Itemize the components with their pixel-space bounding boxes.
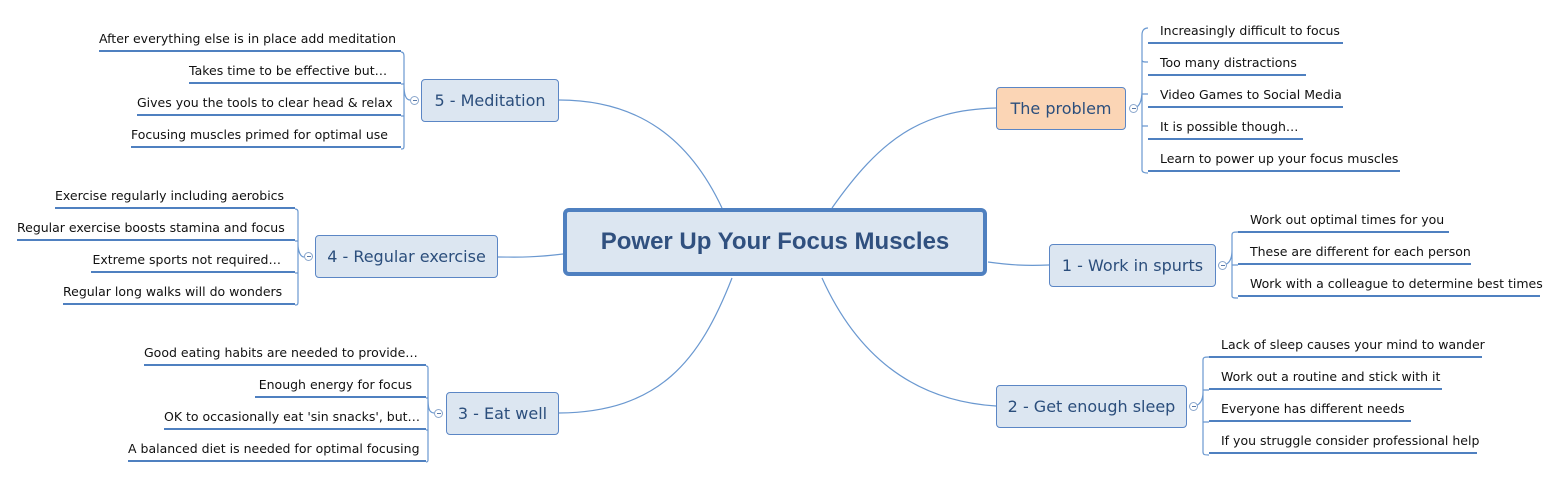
topic-eat-well[interactable]: 3 - Eat well (446, 392, 559, 435)
subtopic-sleep-1[interactable]: Lack of sleep causes your mind to wander (1209, 336, 1485, 358)
link-central-spurts (987, 261, 1050, 266)
collapse-toggle-the-problem[interactable] (1129, 104, 1138, 113)
collapse-toggle-get-enough-sleep[interactable] (1189, 402, 1198, 411)
subtopic-sleep-4[interactable]: If you struggle consider professional he… (1209, 432, 1479, 454)
bracket-exercise (294, 208, 305, 306)
bracket-meditation (400, 51, 411, 150)
subtopic-sleep-3[interactable]: Everyone has different needs (1209, 400, 1411, 422)
collapse-toggle-eat-well[interactable] (434, 409, 443, 418)
subtopic-exercise-4[interactable]: Regular long walks will do wonders (63, 283, 295, 305)
subtopic-eat-4[interactable]: A balanced diet is needed for optimal fo… (128, 440, 426, 462)
topic-get-enough-sleep[interactable]: 2 - Get enough sleep (996, 385, 1187, 428)
subtopic-sleep-2[interactable]: Work out a routine and stick with it (1209, 368, 1442, 390)
subtopic-spurts-1[interactable]: Work out optimal times for you (1238, 211, 1449, 233)
bracket-sleep (1192, 356, 1210, 456)
topic-meditation[interactable]: 5 - Meditation (421, 79, 559, 122)
link-central-eat (558, 277, 733, 414)
subtopic-meditation-3[interactable]: Gives you the tools to clear head & rela… (137, 94, 401, 116)
link-central-exercise (497, 253, 564, 258)
subtopic-problem-4[interactable]: It is possible though… (1148, 118, 1303, 140)
subtopic-spurts-3[interactable]: Work with a colleague to determine best … (1238, 275, 1543, 297)
subtopic-meditation-2[interactable]: Takes time to be effective but… (189, 62, 401, 84)
link-central-problem (831, 107, 997, 209)
subtopic-exercise-2[interactable]: Regular exercise boosts stamina and focu… (17, 219, 295, 241)
bracket-eat (425, 365, 435, 463)
subtopic-problem-3[interactable]: Video Games to Social Media (1148, 86, 1343, 108)
subtopic-meditation-4[interactable]: Focusing muscles primed for optimal use (131, 126, 401, 148)
central-topic[interactable]: Power Up Your Focus Muscles (563, 208, 987, 276)
topic-regular-exercise[interactable]: 4 - Regular exercise (315, 235, 498, 278)
link-central-meditation (558, 99, 723, 209)
topic-work-in-spurts[interactable]: 1 - Work in spurts (1049, 244, 1216, 287)
subtopic-exercise-3[interactable]: Extreme sports not required… (91, 251, 295, 273)
link-central-sleep (821, 277, 997, 407)
bracket-spurts (1221, 231, 1239, 299)
subtopic-problem-2[interactable]: Too many distractions (1148, 54, 1306, 76)
collapse-toggle-work-in-spurts[interactable] (1218, 261, 1227, 270)
bracket-problem (1132, 27, 1149, 174)
collapse-toggle-regular-exercise[interactable] (304, 252, 313, 261)
subtopic-eat-2[interactable]: Enough energy for focus (255, 376, 426, 398)
subtopic-exercise-1[interactable]: Exercise regularly including aerobics (55, 187, 295, 209)
subtopic-eat-3[interactable]: OK to occasionally eat 'sin snacks', but… (164, 408, 426, 430)
collapse-toggle-meditation[interactable] (410, 96, 419, 105)
subtopic-meditation-1[interactable]: After everything else is in place add me… (99, 30, 401, 52)
subtopic-problem-1[interactable]: Increasingly difficult to focus (1148, 22, 1343, 44)
subtopic-eat-1[interactable]: Good eating habits are needed to provide… (144, 344, 426, 366)
topic-the-problem[interactable]: The problem (996, 87, 1126, 130)
subtopic-spurts-2[interactable]: These are different for each person (1238, 243, 1471, 265)
subtopic-problem-5[interactable]: Learn to power up your focus muscles (1148, 150, 1400, 172)
